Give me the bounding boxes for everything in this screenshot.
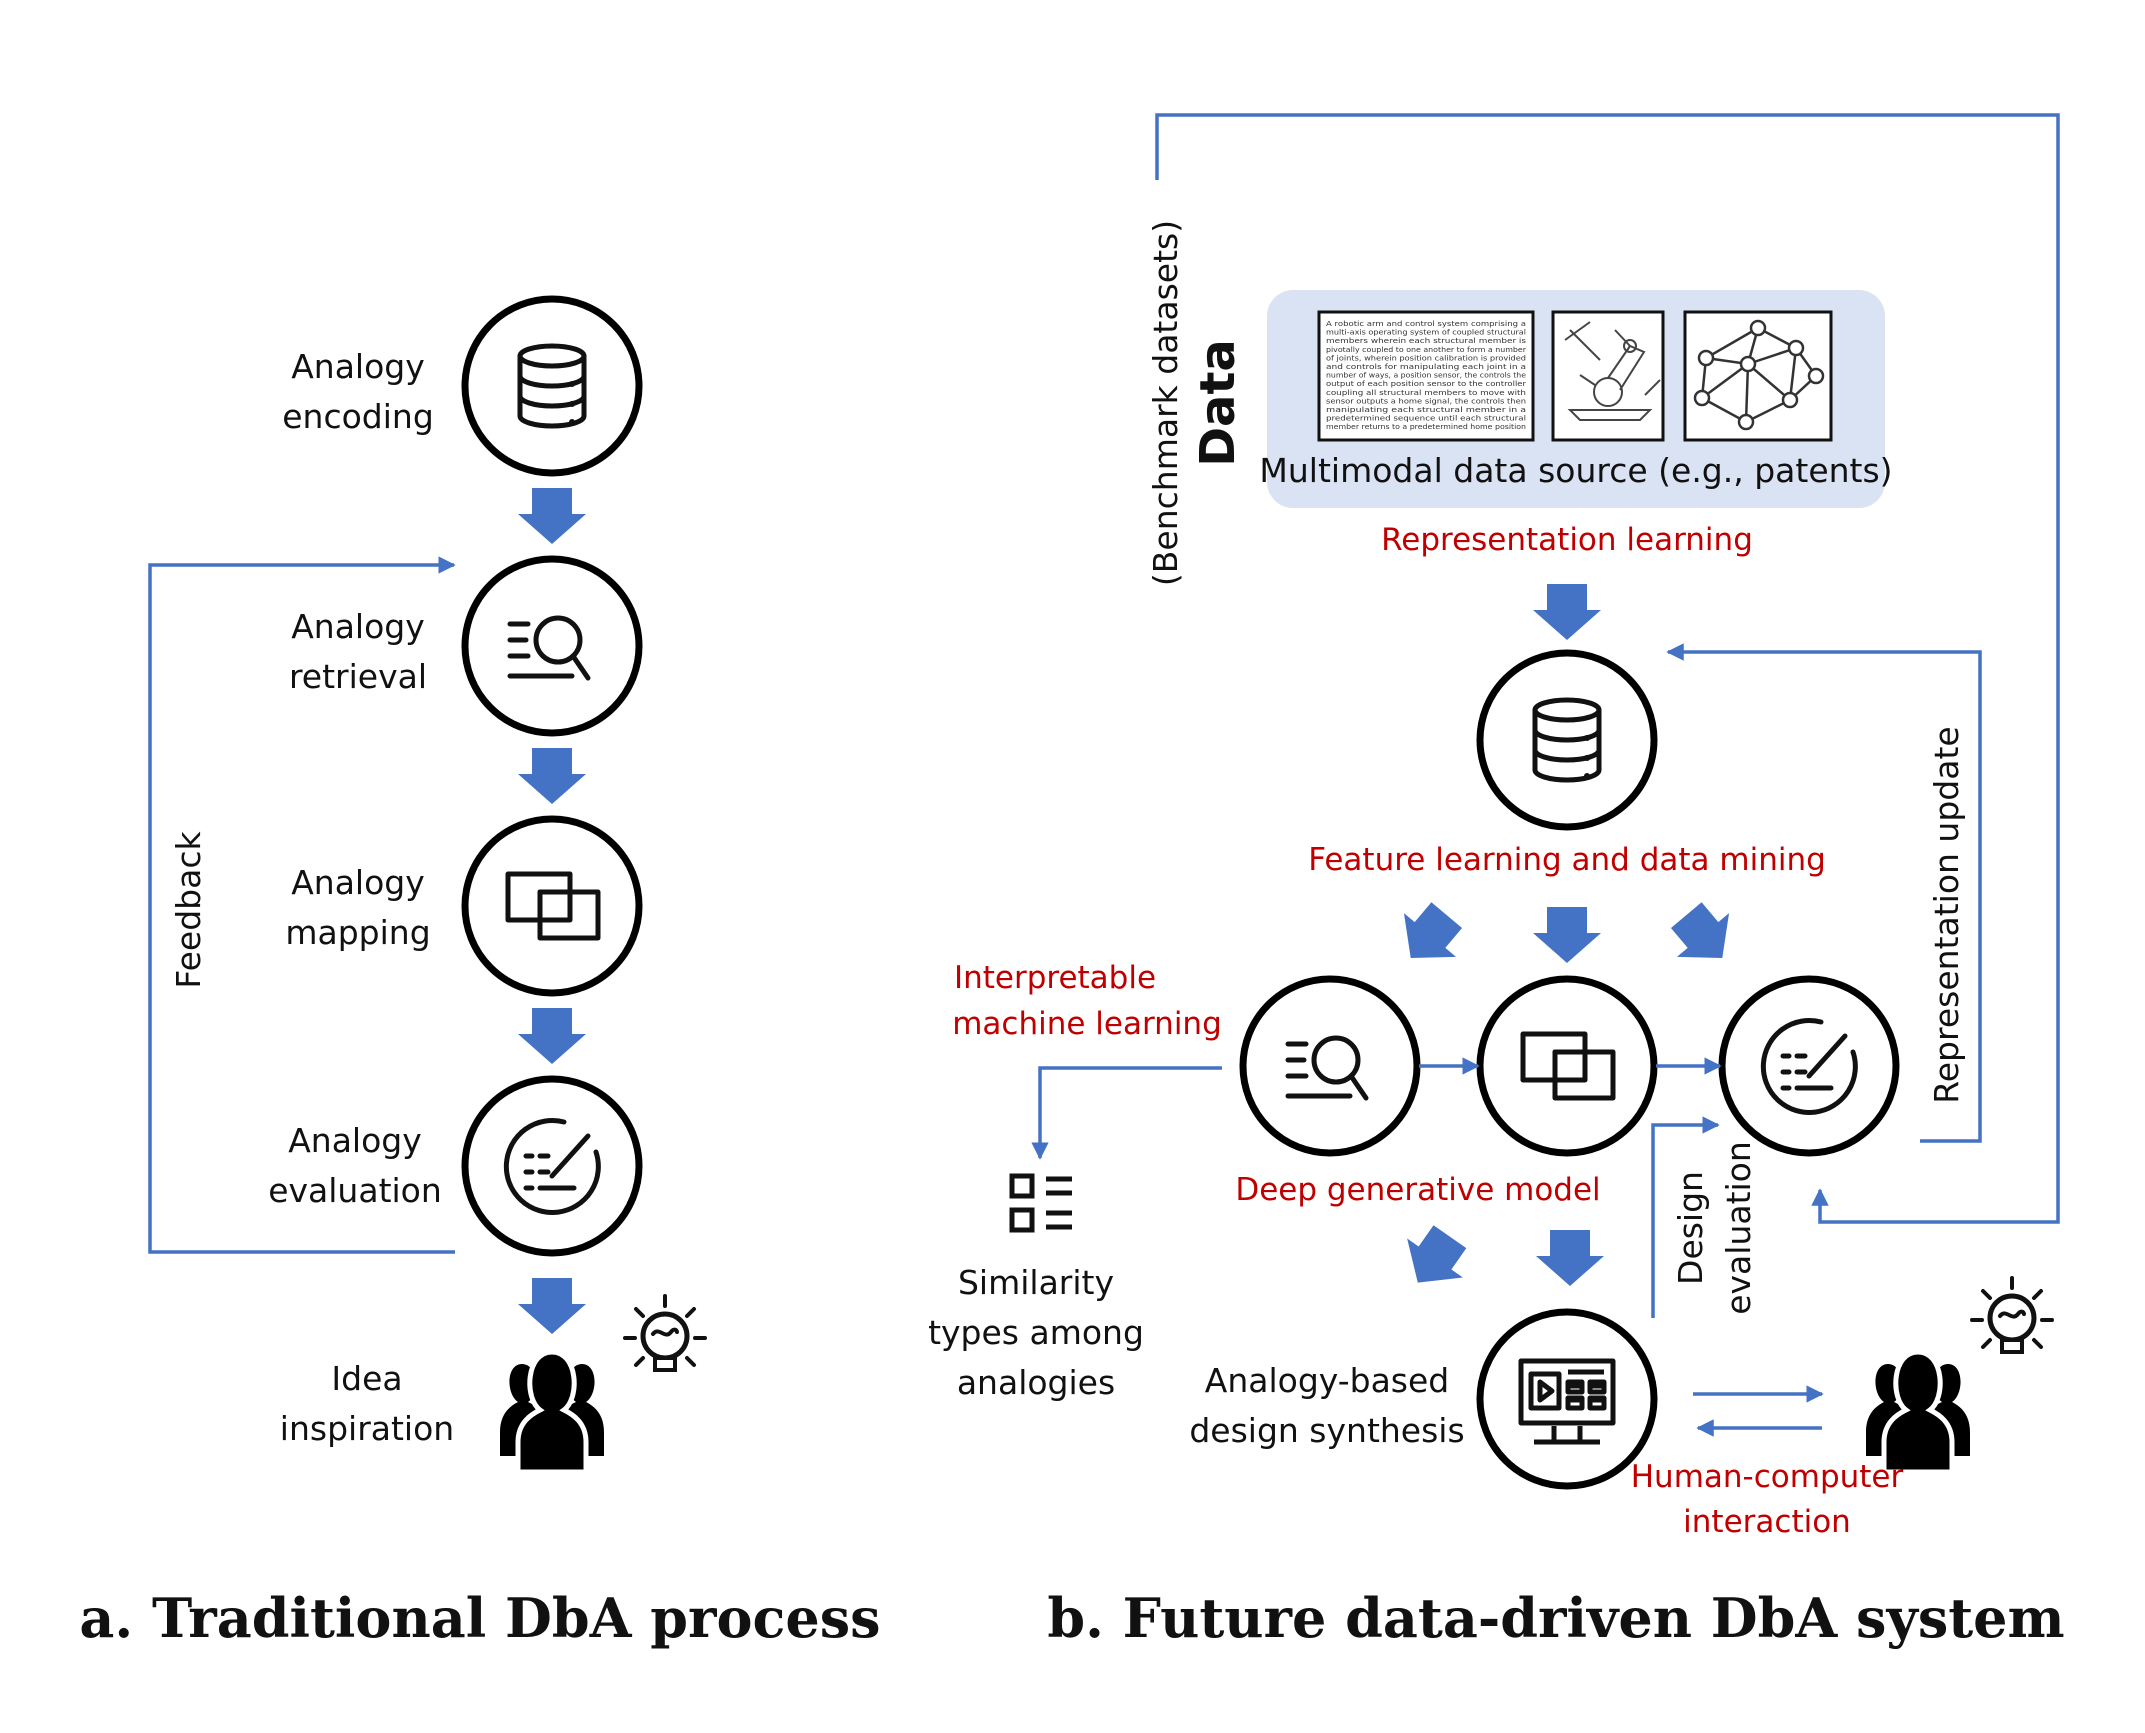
list-icon	[1009, 1173, 1072, 1233]
feedback-label: Feedback	[169, 831, 208, 989]
down-arrow-feature	[1533, 907, 1601, 963]
patent-text-line: A robotic arm and control system compris…	[1326, 319, 1526, 328]
idea-label-2: inspiration	[280, 1409, 454, 1448]
analogy-retrieval-label-2: retrieval	[289, 657, 427, 696]
lightbulb-icon	[625, 1296, 705, 1370]
retrieval-node	[1239, 975, 1421, 1157]
patent-text-line: coupling all structural members to move …	[1326, 388, 1526, 397]
benchmark-loop-line	[1155, 113, 2060, 1224]
design-evaluation-line	[1651, 1116, 1720, 1318]
analogy-encoding-label: Analogy	[291, 347, 425, 386]
down-arrow-4	[518, 1278, 586, 1334]
lightbulb-icon	[1972, 1278, 2052, 1352]
benchmark-label: (Benchmark datasets)	[1146, 220, 1185, 586]
mapping-node	[1476, 975, 1658, 1157]
people-icon	[1866, 1352, 1970, 1472]
panel-a-caption: a. Traditional DbA process	[79, 1586, 880, 1650]
feedback-loop-line	[148, 556, 456, 1254]
down-arrow-synthesis	[1536, 1230, 1604, 1286]
patent-text-line: members wherein each structural member i…	[1326, 336, 1526, 345]
patent-text-line: output of each position sensor to the co…	[1326, 379, 1527, 388]
down-arrow-2	[518, 748, 586, 804]
analogy-evaluation-label: Analogy	[288, 1121, 422, 1160]
representation-update-label: Representation update	[1927, 726, 1966, 1103]
down-arrow-3	[518, 1008, 586, 1064]
patent-text-line: predetermined sequence until each struct…	[1326, 414, 1526, 423]
panel-a: Feedback Analogy encoding Analogy retrie…	[79, 295, 881, 1650]
diagonal-arrow-left	[1384, 893, 1473, 980]
synthesis-label-2: design synthesis	[1189, 1411, 1464, 1450]
people-icon	[500, 1352, 604, 1472]
idea-label: Idea	[331, 1359, 402, 1398]
patent-text-line: and controls for manipulating each joint…	[1326, 362, 1526, 371]
similarity-label-3: analogies	[957, 1363, 1115, 1402]
analogy-mapping-label-2: mapping	[285, 913, 430, 952]
hci-label-2: interaction	[1683, 1504, 1851, 1540]
panel-b-caption: b. Future data-driven DbA system	[1047, 1586, 2064, 1650]
down-arrow-data	[1533, 584, 1601, 640]
similarity-branch-line	[1031, 1066, 1222, 1160]
interpretable-label: Interpretable	[954, 960, 1156, 996]
robot-arm-drawing	[1564, 321, 1661, 421]
diagonal-arrow-right	[1660, 893, 1749, 980]
down-arrow-1	[518, 488, 586, 544]
patent-text-panel	[1317, 310, 1535, 442]
patent-text-line: multi-axis operating system of coupled s…	[1326, 328, 1526, 337]
patent-text-line: pivotally coupled to one another to form…	[1326, 345, 1527, 354]
data-source-label: Multimodal data source (e.g., patents)	[1259, 451, 1892, 490]
patent-text-line: member returns to a predetermined home p…	[1326, 422, 1526, 431]
patent-text-line: sensor outputs a home signal, the contro…	[1326, 396, 1526, 405]
analogy-evaluation-node	[461, 1075, 643, 1257]
patent-text: A robotic arm and control system compris…	[1326, 319, 1527, 431]
patent-text-line: manipulating each structural member in a	[1326, 405, 1526, 414]
data-title: Data	[1190, 339, 1246, 467]
similarity-label: Similarity	[958, 1263, 1114, 1302]
representation-update-line	[1666, 643, 1982, 1143]
design-evaluation-label-2: evaluation	[1719, 1141, 1758, 1315]
design-evaluation-label: Design	[1671, 1171, 1710, 1285]
similarity-label-2: types among	[928, 1313, 1144, 1352]
analogy-evaluation-label-2: evaluation	[268, 1171, 442, 1210]
diagonal-arrow-synthesis	[1389, 1217, 1478, 1303]
analogy-retrieval-label: Analogy	[291, 607, 425, 646]
monitor-icon	[1518, 1358, 1616, 1445]
evaluation-node	[1718, 975, 1900, 1157]
patent-drawing-panel	[1551, 310, 1665, 442]
deep-generative-label: Deep generative model	[1235, 1172, 1600, 1208]
patent-text-line: of joints, wherein position calibration …	[1326, 353, 1526, 362]
analogy-retrieval-node	[461, 555, 643, 737]
panel-b: (Benchmark datasets) Data A robotic arm …	[928, 113, 2065, 1650]
analogy-mapping-label: Analogy	[291, 863, 425, 902]
analogy-encoding-label-2: encoding	[282, 397, 434, 436]
patent-text-line: number of ways, a position sensor, the c…	[1326, 371, 1526, 380]
representation-learning-label: Representation learning	[1381, 522, 1753, 558]
hci-label: Human-computer	[1631, 1459, 1904, 1495]
interpretable-label-2: machine learning	[952, 1006, 1222, 1042]
graph-network-icon	[1693, 319, 1825, 431]
synthesis-label: Analogy-based	[1205, 1361, 1450, 1400]
analogy-mapping-node	[461, 815, 643, 997]
feature-learning-label: Feature learning and data mining	[1308, 842, 1826, 878]
